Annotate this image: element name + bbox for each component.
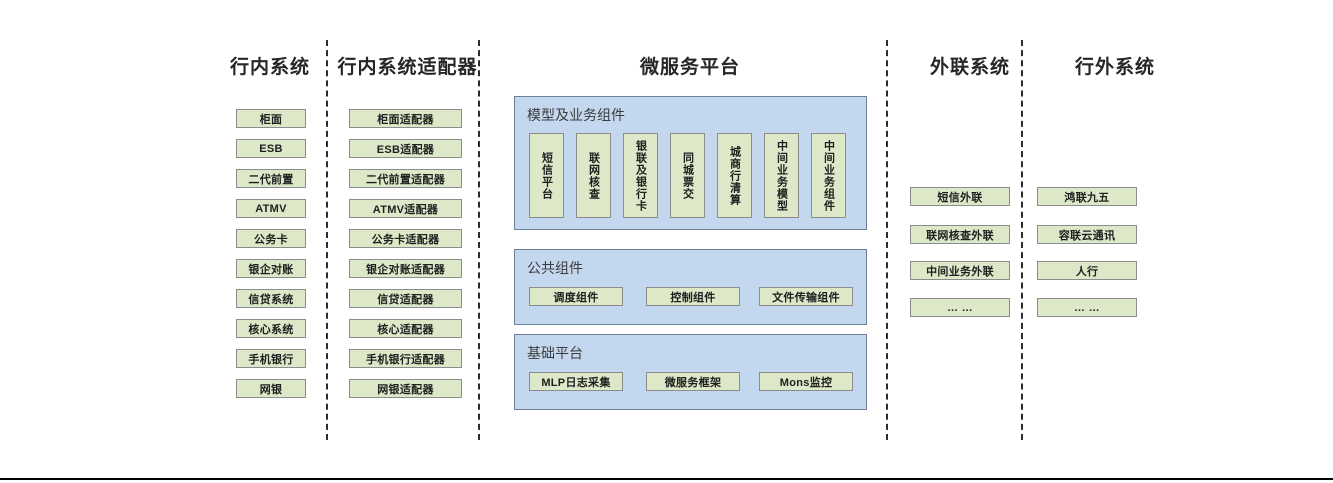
model-component-label: 城商行清算 [728, 145, 741, 206]
divider-2 [478, 40, 480, 440]
model-component-node[interactable]: 联网核查 [576, 133, 611, 218]
model-component-label: 短信平台 [540, 151, 553, 200]
model-component-node[interactable]: 中间业务组件 [811, 133, 846, 218]
model-component-node[interactable]: 同城票交 [670, 133, 705, 218]
internal-adapter-node[interactable]: ESB适配器 [349, 139, 462, 158]
panel-title-base-platform: 基础平台 [527, 345, 583, 361]
divider-1 [326, 40, 328, 440]
model-component-label: 中间业务模型 [775, 139, 788, 212]
divider-3 [886, 40, 888, 440]
external-link-node[interactable]: … … [910, 298, 1010, 317]
divider-4 [1021, 40, 1023, 440]
internal-system-node[interactable]: ATMV [236, 199, 306, 218]
internal-system-node[interactable]: 手机银行 [236, 349, 306, 368]
column-title-external-link-systems: 外联系统 [929, 57, 1010, 78]
internal-adapter-node[interactable]: 二代前置适配器 [349, 169, 462, 188]
external-link-node[interactable]: 短信外联 [910, 187, 1010, 206]
internal-adapter-node[interactable]: ATMV适配器 [349, 199, 462, 218]
internal-system-node[interactable]: 信贷系统 [236, 289, 306, 308]
outside-system-node[interactable]: 鸿联九五 [1037, 187, 1137, 206]
bottom-divider-rule [0, 478, 1333, 480]
model-component-label: 银联及银行卡 [634, 139, 647, 212]
model-component-node[interactable]: 短信平台 [529, 133, 564, 218]
public-component-node[interactable]: 控制组件 [646, 287, 740, 306]
external-link-node[interactable]: 联网核查外联 [910, 225, 1010, 244]
internal-adapter-node[interactable]: 信贷适配器 [349, 289, 462, 308]
model-component-node[interactable]: 中间业务模型 [764, 133, 799, 218]
internal-adapter-node[interactable]: 手机银行适配器 [349, 349, 462, 368]
internal-system-node[interactable]: 柜面 [236, 109, 306, 128]
base-platform-node[interactable]: 微服务框架 [646, 372, 740, 391]
public-component-node[interactable]: 调度组件 [529, 287, 623, 306]
internal-adapter-node[interactable]: 银企对账适配器 [349, 259, 462, 278]
internal-adapter-node[interactable]: 公务卡适配器 [349, 229, 462, 248]
column-title-internal-systems: 行内系统 [229, 57, 310, 78]
outside-system-node[interactable]: 人行 [1037, 261, 1137, 280]
internal-system-node[interactable]: 二代前置 [236, 169, 306, 188]
internal-adapter-node[interactable]: 柜面适配器 [349, 109, 462, 128]
external-link-node[interactable]: 中间业务外联 [910, 261, 1010, 280]
internal-system-node[interactable]: 银企对账 [236, 259, 306, 278]
model-component-label: 中间业务组件 [822, 139, 835, 212]
model-component-label: 联网核查 [587, 151, 600, 200]
column-title-internal-adapters: 行内系统适配器 [337, 57, 478, 78]
model-component-node[interactable]: 城商行清算 [717, 133, 752, 218]
internal-adapter-node[interactable]: 网银适配器 [349, 379, 462, 398]
model-component-node[interactable]: 银联及银行卡 [623, 133, 658, 218]
panel-title-public-components: 公共组件 [527, 260, 583, 276]
internal-adapter-node[interactable]: 核心适配器 [349, 319, 462, 338]
internal-system-node[interactable]: 网银 [236, 379, 306, 398]
internal-system-node[interactable]: ESB [236, 139, 306, 158]
internal-system-node[interactable]: 公务卡 [236, 229, 306, 248]
panel-title-model-business-components: 模型及业务组件 [527, 107, 625, 123]
base-platform-node[interactable]: Mons监控 [759, 372, 853, 391]
internal-system-node[interactable]: 核心系统 [236, 319, 306, 338]
column-title-microservice-platform: 微服务平台 [639, 57, 740, 78]
outside-system-node[interactable]: 容联云通讯 [1037, 225, 1137, 244]
column-title-outside-systems: 行外系统 [1074, 57, 1155, 78]
public-component-node[interactable]: 文件传输组件 [759, 287, 853, 306]
outside-system-node[interactable]: … … [1037, 298, 1137, 317]
model-component-label: 同城票交 [681, 151, 694, 200]
base-platform-node[interactable]: MLP日志采集 [529, 372, 623, 391]
